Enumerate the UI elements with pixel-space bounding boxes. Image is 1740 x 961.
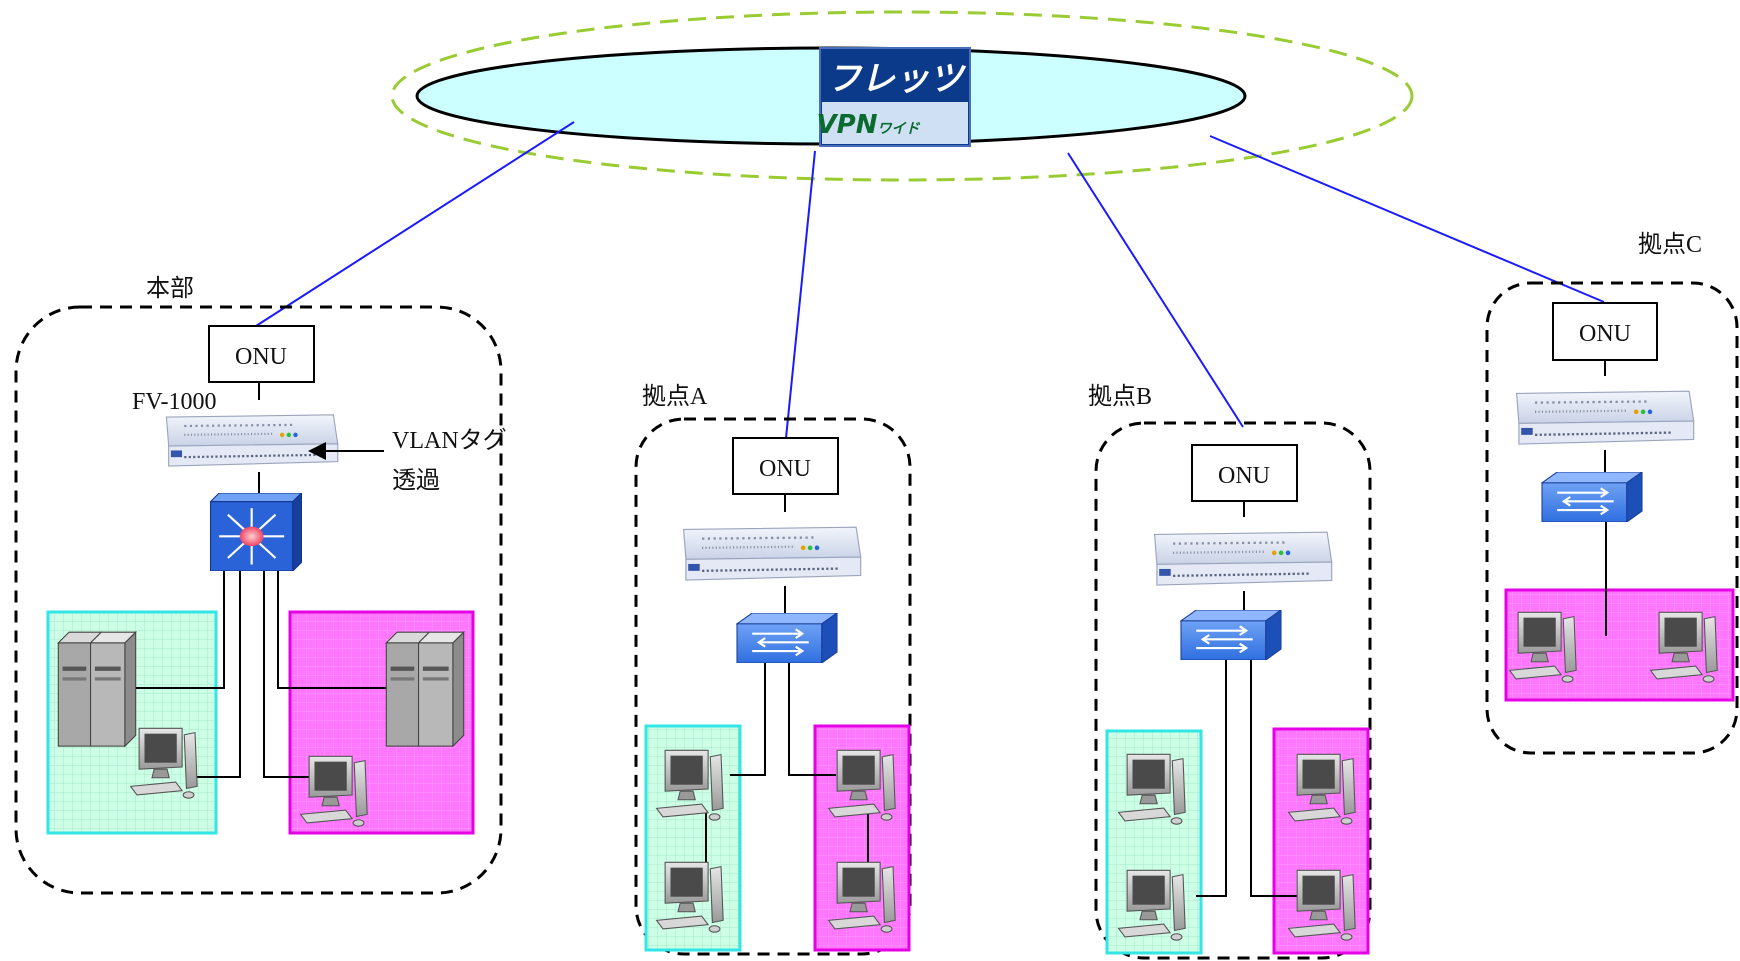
router-a	[682, 525, 862, 582]
cables-b	[1196, 660, 1302, 897]
vlan-note-line2: 透過	[392, 467, 440, 494]
wan-cloud: フレッツ VPNワイド	[390, 10, 1414, 182]
onu-label-c: ONU	[1579, 321, 1631, 347]
pc-magenta-c-1	[1508, 611, 1577, 683]
vlan-note-line1: VLANタグ	[392, 427, 507, 454]
pc-green-honbu	[129, 727, 198, 799]
cables-honbu	[134, 571, 388, 778]
flets-vpn-logo: フレッツ VPNワイド	[817, 47, 971, 147]
pc-magenta-b-1	[1287, 753, 1356, 825]
pc-green-b-2	[1117, 869, 1186, 941]
logo-wide-text: ワイド	[877, 121, 920, 137]
l3-switch-honbu	[210, 493, 302, 571]
pc-green-a-2	[655, 861, 724, 933]
cables-a	[705, 663, 869, 868]
pc-magenta-a-1	[827, 749, 896, 821]
site-label-honbu: 本部	[146, 275, 194, 302]
site-boundary-b	[1094, 421, 1372, 960]
pc-magenta-c-2	[1649, 611, 1718, 683]
site-a: 拠点A ONU	[634, 383, 912, 956]
site-boundary-c	[1485, 281, 1739, 755]
site-honbu: 本部 ONU FV-1000 VLANタグ 透過	[14, 275, 507, 895]
wan-link-c	[1209, 135, 1605, 303]
onu-label-a: ONU	[759, 456, 811, 482]
logo-vpn-text: VPN	[817, 110, 878, 140]
onu-c: ONU	[1552, 302, 1658, 361]
onu-honbu: ONU	[208, 325, 315, 383]
site-boundary-a	[634, 417, 912, 956]
site-boundary-honbu	[14, 305, 503, 895]
server-green-honbu	[57, 631, 137, 747]
site-label-a: 拠点A	[642, 383, 708, 410]
wan-links	[255, 121, 1605, 439]
pc-magenta-a-2	[827, 861, 896, 933]
wan-link-honbu	[255, 121, 575, 327]
switch-a	[736, 613, 838, 663]
router-c	[1515, 389, 1695, 446]
site-label-b: 拠点B	[1088, 383, 1152, 410]
router-b	[1153, 530, 1333, 587]
logo-line1: フレッツ	[827, 59, 967, 99]
wan-link-a	[785, 150, 816, 439]
vlan-note-arrowhead	[308, 442, 326, 460]
pc-magenta-b-2	[1287, 869, 1356, 941]
site-label-c: 拠点C	[1638, 231, 1702, 258]
wan-link-b	[1067, 152, 1244, 428]
pc-green-a-1	[655, 749, 724, 821]
outer-ring	[390, 10, 1414, 182]
router-honbu	[165, 413, 339, 468]
switch-c	[1541, 472, 1643, 522]
logo-line2: VPNワイド	[817, 110, 921, 140]
pc-green-b-1	[1117, 753, 1186, 825]
router-label-fv1000: FV-1000	[132, 389, 216, 415]
onu-label-honbu: ONU	[235, 344, 287, 370]
onu-a: ONU	[732, 437, 839, 495]
site-c: 拠点C ONU	[1485, 231, 1739, 755]
onu-b: ONU	[1191, 444, 1298, 502]
server-magenta-honbu	[385, 631, 465, 747]
switch-b	[1180, 610, 1282, 660]
onu-label-b: ONU	[1218, 463, 1270, 489]
site-b: 拠点B ONU	[1088, 383, 1372, 960]
pc-magenta-honbu	[299, 755, 368, 827]
